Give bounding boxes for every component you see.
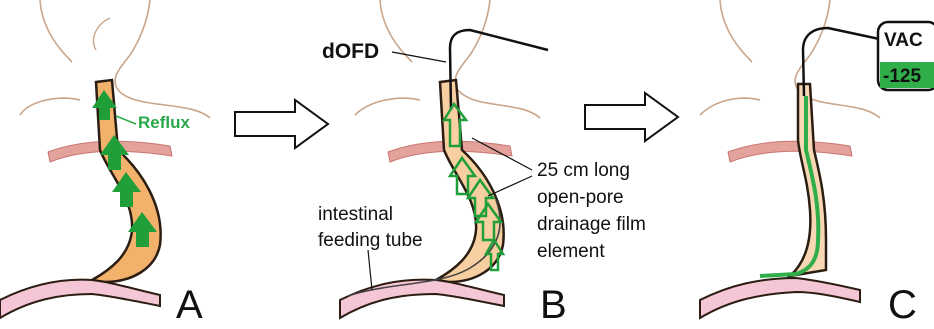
panel-c-diaphragm — [728, 141, 852, 162]
panel-b-esophagus — [436, 80, 504, 282]
vac-pressure-value: -125 — [883, 66, 921, 87]
vac-label: VAC — [884, 30, 923, 51]
panel-b-intestine — [340, 280, 504, 318]
panel-c-letter: C — [888, 283, 917, 327]
panel-b-dofd-label: dOFD — [322, 40, 379, 63]
panel-b-film-label-line-2: open-pore — [537, 187, 624, 208]
panel-b-film-label-line-3: drainage film — [537, 214, 646, 235]
panel-b-tube-label-line-2: feeding tube — [318, 230, 423, 251]
panel-c-body-outline — [700, 0, 880, 118]
panel-b-film-leader-2 — [488, 176, 532, 196]
panel-b-letter: B — [540, 283, 567, 327]
panel-a-reflux-label: Reflux — [138, 113, 191, 132]
panel-b-tube-leader — [368, 250, 372, 290]
panel-b-film-leader-1 — [472, 138, 532, 170]
panel-c: VAC -125 C — [700, 0, 934, 327]
transition-arrow-a-b — [235, 100, 328, 148]
panel-c-intestine — [700, 278, 860, 318]
panel-b-dofd-leader — [392, 52, 446, 62]
panel-a-body-outline — [20, 0, 210, 118]
panel-a-mouth-outline — [94, 18, 110, 50]
panel-a-letter: A — [176, 283, 203, 327]
transition-arrow-b-c — [585, 93, 678, 141]
panel-b-film-label-line-4: element — [537, 241, 605, 262]
panel-b-dofd-tube — [450, 30, 548, 110]
panel-b: dOFD 25 cm long open-pore drainage film … — [318, 0, 646, 327]
panel-b-film-label-line-1: 25 cm long — [537, 160, 630, 181]
panel-a-intestine — [0, 280, 160, 318]
panel-b-tube-label-line-1: intestinal — [318, 204, 393, 225]
vac-unit: VAC -125 — [878, 22, 934, 90]
panel-c-drainage-tube — [803, 28, 884, 96]
panel-a-reflux-leader — [116, 116, 136, 124]
panel-a: Reflux A — [0, 0, 210, 327]
